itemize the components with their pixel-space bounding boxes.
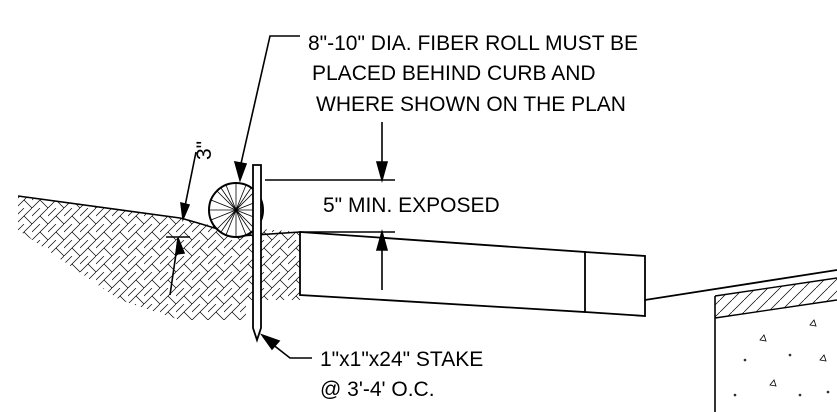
stake-leader: [259, 333, 312, 359]
stake-note-line1: 1"x1"x24" STAKE: [320, 348, 483, 371]
stake-note-line2: @ 3'-4' O.C.: [320, 378, 435, 401]
fiber-roll: [208, 182, 264, 238]
fiber-roll-note-line3: WHERE SHOWN ON THE PLAN: [316, 93, 626, 116]
exposed-dimension-label: 5" MIN. EXPOSED: [323, 194, 500, 217]
pavement-section: [714, 277, 837, 412]
embed-dimension-label: 3": [193, 141, 216, 160]
exposed-dimension: [265, 122, 395, 290]
curb-and-gutter: [299, 231, 837, 317]
fiber-roll-note-line2: PLACED BEHIND CURB AND: [312, 62, 596, 85]
wood-stake: [252, 164, 262, 343]
fiber-roll-note-line1: 8"-10" DIA. FIBER ROLL MUST BE: [308, 32, 638, 55]
embed-dimension: [166, 151, 197, 296]
fiber-roll-leader: [233, 35, 300, 183]
